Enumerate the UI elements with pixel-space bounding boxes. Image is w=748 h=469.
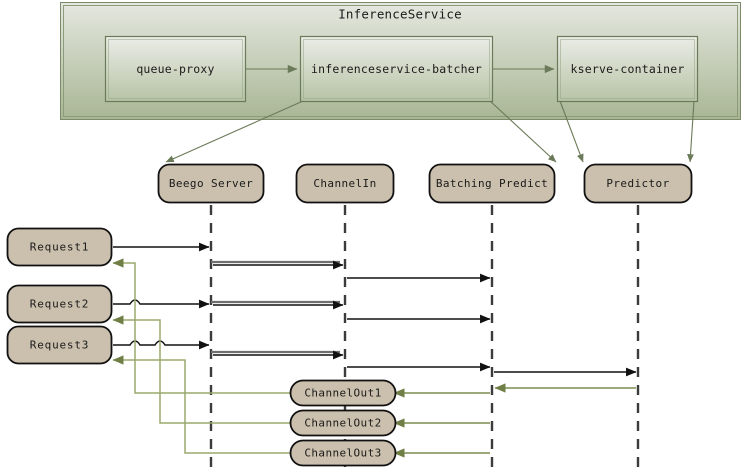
link-batcher-to-beego-server — [165, 100, 304, 163]
link-batcher-to-batching-predict — [489, 100, 557, 163]
component-inferenceservice-batcher-inner — [303, 39, 490, 99]
channelout-label-channelout1: ChannelOut1 — [304, 387, 381, 400]
lifeline-label-channelin: ChannelIn — [313, 177, 376, 190]
lifeline-box-predictor[interactable]: Predictor — [583, 163, 693, 204]
channelout-box-channelout3-shape — [289, 439, 397, 467]
channelout-label-channelout3: ChannelOut3 — [304, 447, 381, 460]
channelout-box-channelout2[interactable]: ChannelOut2 — [289, 409, 397, 437]
lifeline-headers: Beego Server ChannelIn Batching Predict … — [157, 163, 693, 204]
component-kserve-container-inner — [560, 39, 695, 99]
message-request2-to-beego-server — [113, 299, 210, 309]
component-inferenceservice-batcher-box — [299, 35, 494, 103]
container-title: InferenceService — [338, 7, 462, 22]
link-kserve-container-to-predictor-right — [687, 100, 695, 163]
request-label-request1: Request1 — [30, 241, 89, 254]
inferenceservice-container: InferenceService queue-proxy inferencese… — [60, 2, 741, 120]
request-label-request3: Request3 — [30, 339, 89, 352]
return-messages — [112, 258, 636, 458]
component-kserve-container-box — [556, 35, 699, 103]
component-inferenceservice-batcher-label: inferenceservice-batcher — [311, 62, 482, 76]
request-box-request3[interactable]: Request3 — [6, 325, 113, 365]
channelout-box-channelout1-shape — [289, 379, 397, 407]
request-boxes: Request1 Request2 Request3 — [6, 227, 113, 365]
channelout-boxes: ChannelOut1 ChannelOut2 ChannelOut3 — [289, 379, 397, 467]
container-inner-border — [63, 5, 738, 117]
lifeline-label-batching-predict: Batching Predict — [436, 177, 548, 190]
activation-bars — [211, 260, 340, 354]
component-queue-proxy-label: queue-proxy — [136, 62, 214, 76]
component-kserve-container-label: kserve-container — [571, 62, 685, 76]
request-box-request1[interactable]: Request1 — [6, 227, 113, 267]
component-queue-proxy-inner — [108, 39, 243, 99]
channelout-label-channelout2: ChannelOut2 — [304, 417, 381, 430]
channelout-box-channelout1[interactable]: ChannelOut1 — [289, 379, 397, 407]
request-box-request2[interactable]: Request2 — [6, 284, 113, 324]
lifeline-box-batching-predict-shape — [428, 163, 556, 204]
return-channelout3-to-request3 — [112, 355, 290, 454]
lifeline-box-channelin[interactable]: ChannelIn — [295, 163, 395, 204]
component-kserve-container[interactable]: kserve-container — [556, 35, 699, 103]
return-channelout2-to-request2 — [112, 315, 290, 424]
component-queue-proxy-box — [104, 35, 247, 103]
channelout-box-channelout2-shape — [289, 409, 397, 437]
lifeline-label-beego-server: Beego Server — [169, 177, 253, 190]
request-label-request2: Request2 — [30, 298, 89, 311]
channelout-box-channelout3[interactable]: ChannelOut3 — [289, 439, 397, 467]
link-kserve-container-to-predictor-left — [559, 100, 584, 163]
lifeline-box-beego-server[interactable]: Beego Server — [157, 163, 265, 204]
message-request3-to-beego-server — [113, 340, 210, 350]
lifeline-box-beego-server-shape — [157, 163, 265, 204]
return-channelout1-to-request1 — [112, 258, 290, 394]
lifelines-group — [209, 205, 640, 469]
request-box-request3-shape — [6, 325, 113, 365]
component-inferenceservice-batcher[interactable]: inferenceservice-batcher — [299, 35, 494, 103]
component-queue-proxy[interactable]: queue-proxy — [104, 35, 247, 103]
request-box-request2-shape — [6, 284, 113, 324]
request-box-request1-shape — [6, 227, 113, 267]
lifeline-label-predictor: Predictor — [606, 177, 669, 190]
lifeline-box-channelin-shape — [295, 163, 395, 204]
lifeline-box-predictor-shape — [583, 163, 693, 204]
call-messages — [113, 242, 637, 377]
lifeline-box-batching-predict[interactable]: Batching Predict — [428, 163, 556, 204]
container-to-lifeline-links — [165, 100, 695, 163]
